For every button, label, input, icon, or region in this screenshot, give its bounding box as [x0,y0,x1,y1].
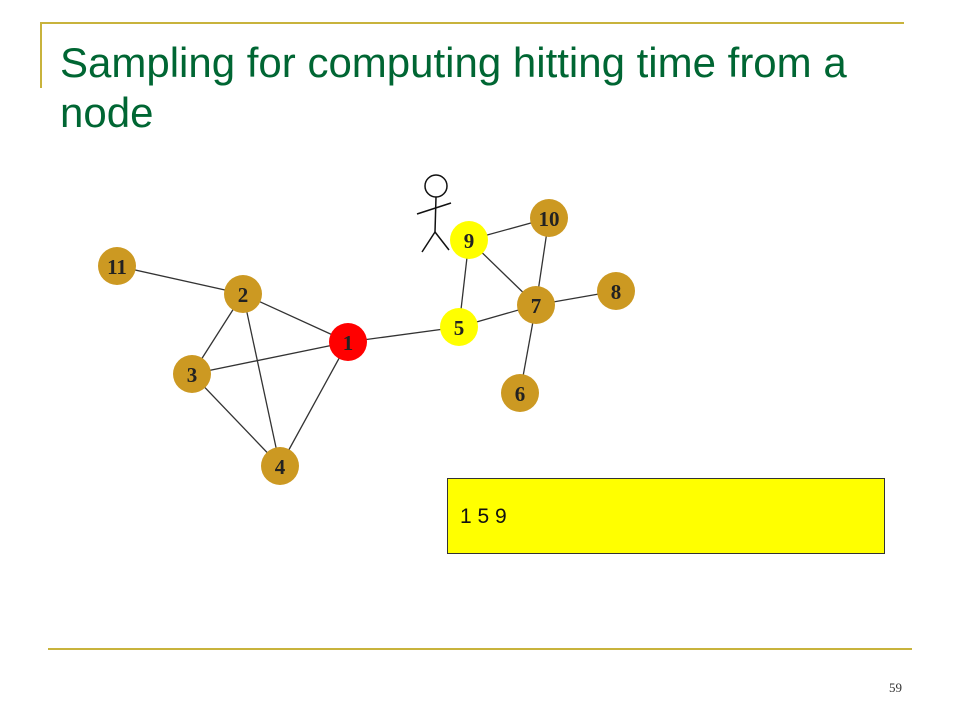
node-7: 7 [517,286,555,324]
node-10-circle [530,199,568,237]
edge-11-2 [116,265,244,295]
node-2-label: 2 [238,283,249,307]
top-rule [40,22,904,24]
node-9-circle [450,221,488,259]
left-rule [40,22,42,88]
bottom-rule [48,648,912,650]
node-10: 10 [530,199,568,237]
node-1: 1 [329,323,367,361]
node-7-label: 7 [531,294,542,318]
node-5-circle [440,308,478,346]
stick-figure-icon [416,174,452,253]
edge-2-1 [242,293,349,343]
node-10-label: 10 [539,207,560,231]
edge-2-4 [242,293,281,467]
node-4: 4 [261,447,299,485]
walk-path-box: 1 5 9 [447,478,885,554]
node-1-label: 1 [343,331,354,355]
node-8: 8 [597,272,635,310]
edge-3-4 [191,373,281,467]
node-2-circle [224,275,262,313]
node-3-circle [173,355,211,393]
node-11-label: 11 [107,255,127,279]
node-2: 2 [224,275,262,313]
node-6-label: 6 [515,382,526,406]
node-1-circle [329,323,367,361]
node-3-label: 3 [187,363,198,387]
node-5: 5 [440,308,478,346]
node-4-circle [261,447,299,485]
edge-4-1 [279,341,349,467]
node-8-circle [597,272,635,310]
node-9: 9 [450,221,488,259]
graph-nodes: 1 2 3 4 5 6 7 8 9 10 11 [98,199,635,485]
page-number: 59 [889,680,902,695]
node-11: 11 [98,247,136,285]
node-3: 3 [173,355,211,393]
edge-3-1 [191,341,349,375]
slide-title: Sampling for computing hitting time from… [60,39,847,136]
node-7-circle [517,286,555,324]
node-9-label: 9 [464,229,475,253]
node-6: 6 [501,374,539,412]
walk-path-text: 1 5 9 [460,505,507,528]
node-5-label: 5 [454,316,465,340]
node-11-circle [98,247,136,285]
node-8-label: 8 [611,280,622,304]
node-6-circle [501,374,539,412]
node-4-label: 4 [275,455,286,479]
